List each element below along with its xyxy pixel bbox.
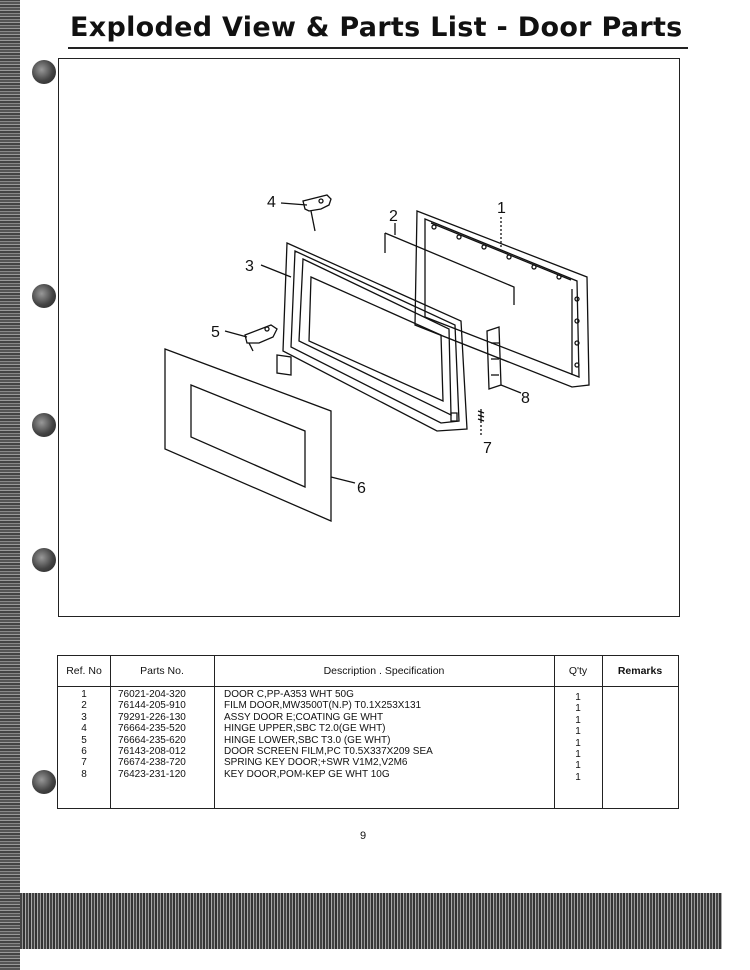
page-title: Exploded View & Parts List - Door Parts <box>70 12 683 43</box>
cell-description: KEY DOOR,POM-KEP GE WHT 10G <box>224 768 390 780</box>
callout-8: 8 <box>521 390 530 407</box>
cell-part-number: 76021-204-320 <box>118 689 186 700</box>
cell-qty: 1 <box>575 737 581 749</box>
cell-part-number: 76143-208-012 <box>118 746 186 757</box>
cell-qty: 1 <box>575 760 581 772</box>
cell-description: FILM DOOR,MW3500T(N.P) T0.1X253X131 <box>224 700 422 712</box>
header-parts-no: Parts No. <box>140 665 184 677</box>
table-row: 1 76021-204-320 DOOR C,PP-A353 WHT 50G 1 <box>58 689 678 703</box>
cell-qty: 1 <box>575 749 581 760</box>
cell-part-number: 76144-205-910 <box>118 700 186 712</box>
cell-ref: 1 <box>81 689 87 700</box>
header-remarks: Remarks <box>617 665 663 677</box>
cell-description: ASSY DOOR E;COATING GE WHT <box>224 711 384 723</box>
callout-4: 4 <box>267 194 276 211</box>
cell-description: HINGE UPPER,SBC T2.0(GE WHT) <box>224 723 386 735</box>
table-row: 6 76143-208-012 DOOR SCREEN FILM,PC T0.5… <box>58 746 678 760</box>
binder-hole <box>32 770 56 794</box>
scan-edge-bottom <box>20 893 722 949</box>
callout-1: 1 <box>497 200 506 217</box>
header-ref-no: Ref. No <box>66 665 102 677</box>
table-row: 8 76423-231-120 KEY DOOR,POM-KEP GE WHT … <box>58 768 678 783</box>
cell-part-number: 79291-226-130 <box>118 711 186 723</box>
table-row: 2 76144-205-910 FILM DOOR,MW3500T(N.P) T… <box>58 700 678 715</box>
part-hinge-upper <box>302 194 332 232</box>
part-hinge-lower <box>244 324 292 376</box>
cell-description: DOOR C,PP-A353 WHT 50G <box>224 689 354 700</box>
cell-qty: 1 <box>575 714 581 726</box>
table-row: 4 76664-235-520 HINGE UPPER,SBC T2.0(GE … <box>58 723 678 738</box>
cell-part-number: 76664-235-620 <box>118 734 186 746</box>
cell-part-number: 76423-231-120 <box>118 768 186 780</box>
table-row: 3 79291-226-130 ASSY DOOR E;COATING GE W… <box>58 711 678 726</box>
column-divider <box>554 656 555 808</box>
title-underline <box>68 47 688 49</box>
part-spring-key-door <box>477 409 485 423</box>
cell-qty: 1 <box>575 771 581 783</box>
cell-part-number: 76664-235-520 <box>118 723 186 735</box>
cell-ref: 6 <box>81 746 87 757</box>
cell-description: DOOR SCREEN FILM,PC T0.5X337X209 SEA <box>224 746 433 757</box>
column-divider <box>214 656 215 808</box>
header-description: Description . Specification <box>323 665 445 677</box>
cell-ref: 5 <box>81 734 87 746</box>
cell-part-number: 76674-238-720 <box>118 757 186 769</box>
binder-hole <box>32 413 56 437</box>
callout-2: 2 <box>389 208 398 225</box>
column-divider <box>602 656 603 808</box>
parts-list-table: Ref. No Parts No. Description . Specific… <box>57 655 679 809</box>
callout-3: 3 <box>245 258 254 275</box>
table-row: 5 76664-235-620 HINGE LOWER,SBC T3.0 (GE… <box>58 734 678 749</box>
header-qty: Q'ty <box>568 665 588 677</box>
cell-ref: 4 <box>81 723 87 735</box>
cell-description: HINGE LOWER,SBC T3.0 (GE WHT) <box>224 734 391 746</box>
column-divider <box>110 656 111 808</box>
cell-ref: 3 <box>81 711 87 723</box>
binder-hole <box>32 284 56 308</box>
scan-edge-left <box>0 0 20 970</box>
cell-qty: 1 <box>575 692 581 703</box>
cell-ref: 2 <box>81 700 87 712</box>
header-divider <box>58 686 678 687</box>
cell-qty: 1 <box>575 703 581 715</box>
part-film-door <box>384 232 515 305</box>
exploded-view-drawing: 1 2 3 4 5 6 7 8 <box>164 194 590 522</box>
part-door-assembly <box>282 242 468 432</box>
callout-5: 5 <box>211 324 220 341</box>
cell-qty: 1 <box>575 726 581 738</box>
cell-description: SPRING KEY DOOR;+SWR V1M2,V2M6 <box>224 757 408 769</box>
page-number: 9 <box>360 830 367 842</box>
cell-ref: 8 <box>81 768 87 780</box>
table-row: 7 76674-238-720 SPRING KEY DOOR;+SWR V1M… <box>58 757 678 772</box>
binder-hole <box>32 548 56 572</box>
exploded-view-diagram: 1 2 3 4 5 6 7 8 <box>58 58 680 617</box>
callout-6: 6 <box>357 480 366 497</box>
binder-hole <box>32 60 56 84</box>
part-door-back-frame <box>414 210 590 388</box>
part-door-screen-film <box>164 348 332 522</box>
callout-leaders <box>224 202 522 484</box>
callout-7: 7 <box>483 440 492 457</box>
cell-ref: 7 <box>81 757 87 769</box>
